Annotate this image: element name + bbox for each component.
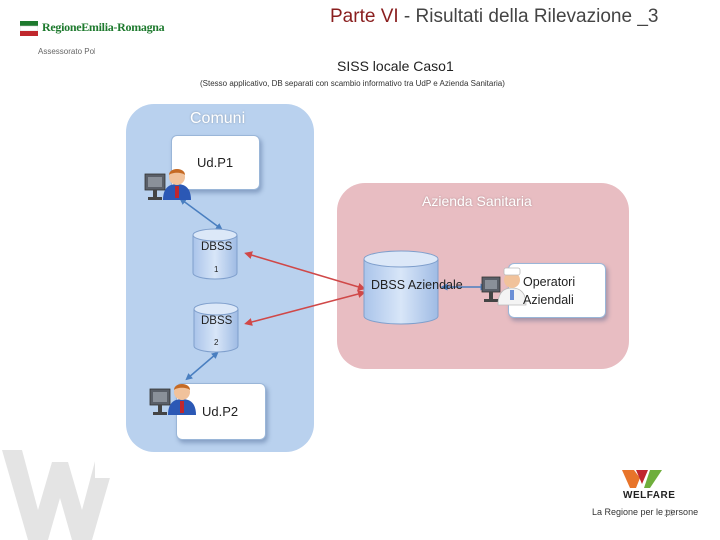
udp2-label: Ud.P2 <box>202 404 239 419</box>
link-udp2-dbss2 <box>185 351 219 381</box>
welfare-brand: WELFARE <box>623 490 676 501</box>
dbss1-database-icon <box>192 228 238 280</box>
dbss2-index: 2 <box>214 338 219 347</box>
w-watermark-icon <box>2 450 118 540</box>
region-logo: RegioneEmilia-Romagna Assessorato Pol <box>20 20 165 58</box>
udp1-label: Ud.P1 <box>197 155 234 170</box>
link-dbss2-dbss-aziendale <box>244 290 366 326</box>
page-number: 20 <box>664 508 675 518</box>
operatori-label: Operatori Aziendali <box>523 275 576 307</box>
link-dbss1-dbss-aziendale <box>244 251 366 291</box>
dbss1-label: DBSS <box>201 241 233 253</box>
operatori-doctor-icon <box>481 267 527 306</box>
dbss-aziendale-label: DBSS Aziendale <box>371 278 463 292</box>
dbss2-database-icon <box>193 302 239 353</box>
page-title: Parte VI - Risultati della Rilevazione _… <box>330 6 658 28</box>
page-title-rest: - Risultati della Rilevazione _3 <box>398 6 659 27</box>
comuni-region-label: Comuni <box>190 110 246 127</box>
udp1-node <box>171 135 260 190</box>
operatori-node <box>508 263 606 318</box>
udp1-user-icon <box>144 169 191 200</box>
page-title-part: Parte VI <box>330 6 399 27</box>
region-flag-icon <box>20 21 38 36</box>
diagram-subtitle: (Stesso applicativo, DB separati con sca… <box>200 79 505 88</box>
welfare-logo-icon <box>622 470 662 488</box>
welfare-tagline: La Regione per le persone <box>592 507 699 517</box>
azienda-region-label: Azienda Sanitaria <box>422 193 532 209</box>
logo-name: RegioneEmilia-Romagna <box>42 20 165 34</box>
udp2-user-icon <box>149 384 196 415</box>
dbss1-index: 1 <box>214 265 219 274</box>
dbss2-label: DBSS <box>201 315 233 327</box>
dbss-aziendale-database-icon <box>363 250 439 325</box>
link-udp1-dbss1 <box>179 197 223 231</box>
logo-subtitle: Assessorato Pol <box>38 47 96 56</box>
diagram-title: SISS locale Caso1 <box>337 58 454 74</box>
